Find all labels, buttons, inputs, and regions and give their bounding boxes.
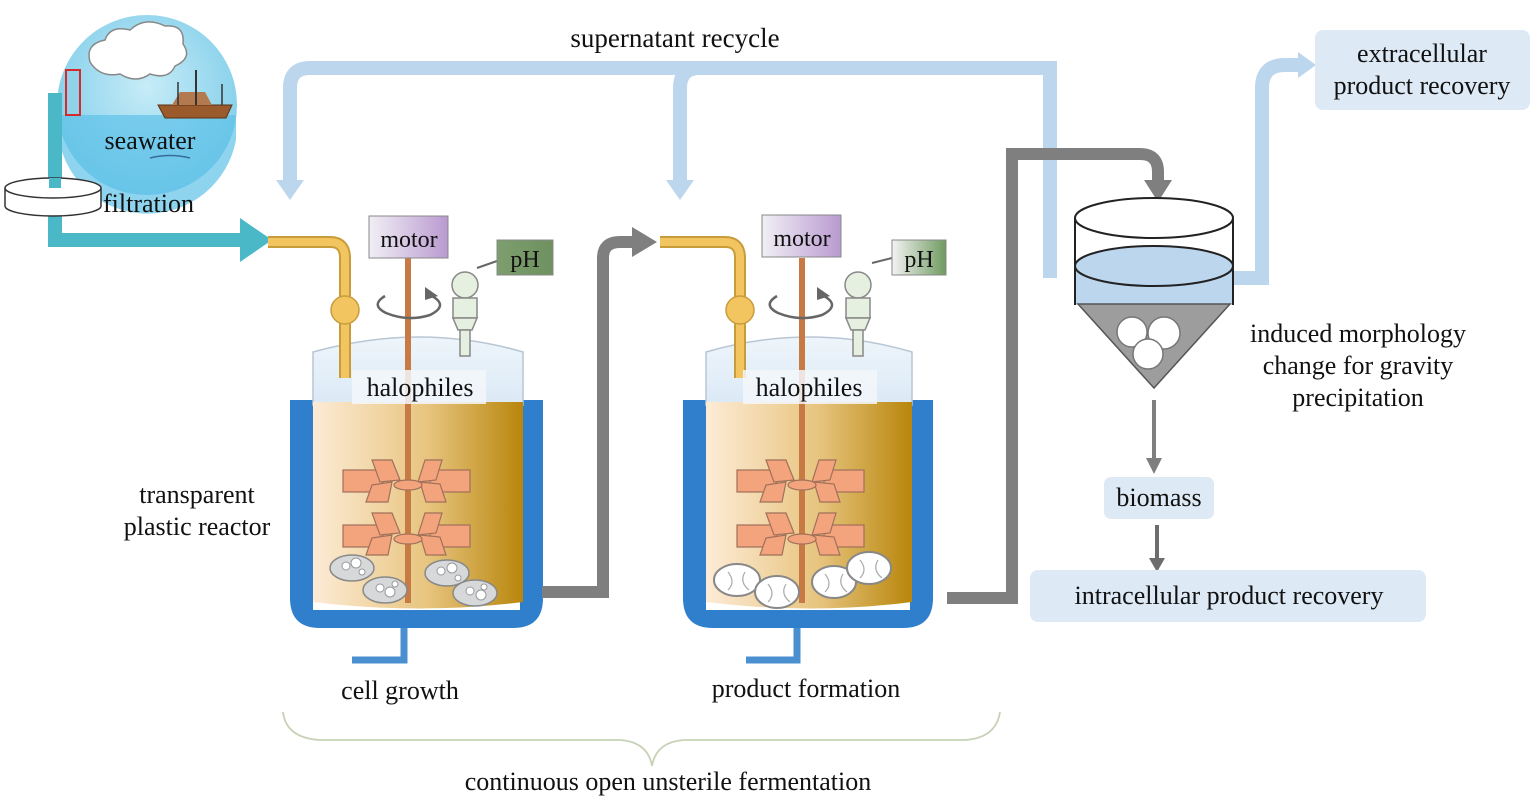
ph-probe-icon [451, 260, 498, 357]
reactor2-halophiles-label: halophiles [756, 373, 863, 402]
impeller-blades [342, 459, 471, 556]
reactor2-motor-label: motor [773, 226, 830, 252]
transparent-reactor-label-line1: transparent [139, 480, 255, 509]
reactor1-stage-label: cell growth [341, 676, 459, 705]
seawater-arrowhead [240, 218, 272, 262]
biomass-label: biomass [1116, 483, 1201, 512]
extracellular-label-line1: extracellular [1357, 39, 1487, 68]
fermentation-brace [282, 711, 1001, 767]
seawater-illustration [57, 15, 237, 214]
morphology-label-line3: precipitation [1292, 383, 1423, 412]
filtration-label: filtration [103, 189, 194, 218]
morphology-label-line1: induced morphology [1250, 319, 1466, 348]
seawater-label: seawater [105, 126, 196, 155]
reactor1-halophiles-label: halophiles [367, 373, 474, 402]
extracellular-arrowhead [1298, 52, 1316, 78]
intracellular-label: intracellular product recovery [1075, 581, 1384, 610]
transfer-arrowhead-2 [1144, 180, 1172, 202]
reactor-cell-growth [268, 215, 554, 664]
recycle-arrowhead-reactor1 [276, 180, 304, 200]
transfer-flow-2 [947, 148, 1164, 604]
reactor1-ph-label: pH [510, 247, 539, 273]
reactor2-stage-label: product formation [712, 674, 900, 703]
rotation-arrow-icon [376, 293, 442, 320]
reactor2-ph-label: pH [904, 247, 933, 273]
gravity-settler [1074, 197, 1234, 474]
transparent-reactor-label-line2: plastic reactor [124, 512, 271, 541]
supernatant-recycle-flow [283, 58, 1300, 285]
morphology-label-line2: change for gravity [1263, 351, 1454, 380]
reactor1-motor-label: motor [380, 227, 437, 253]
pump-icon [65, 69, 81, 116]
extracellular-recovery-box [1315, 30, 1530, 110]
transfer-arrowhead-1 [632, 227, 657, 257]
supernatant-recycle-label: supernatant recycle [570, 23, 779, 53]
seawater-intake-flow [48, 93, 245, 247]
reactor-product-formation [660, 214, 947, 664]
biomass-arrowhead [1149, 558, 1165, 572]
fermentation-label: continuous open unsterile fermentation [465, 767, 872, 796]
extracellular-label-line2: product recovery [1334, 71, 1511, 100]
ph-box [496, 239, 554, 276]
recycle-arrowhead-reactor2 [666, 180, 694, 200]
motor-box [368, 215, 449, 259]
biomass-box [1104, 477, 1214, 519]
filter-disk-icon [4, 177, 102, 217]
transfer-flow-1 [542, 236, 635, 598]
intracellular-recovery-box [1030, 570, 1426, 622]
stirrer-shaft [405, 258, 411, 603]
